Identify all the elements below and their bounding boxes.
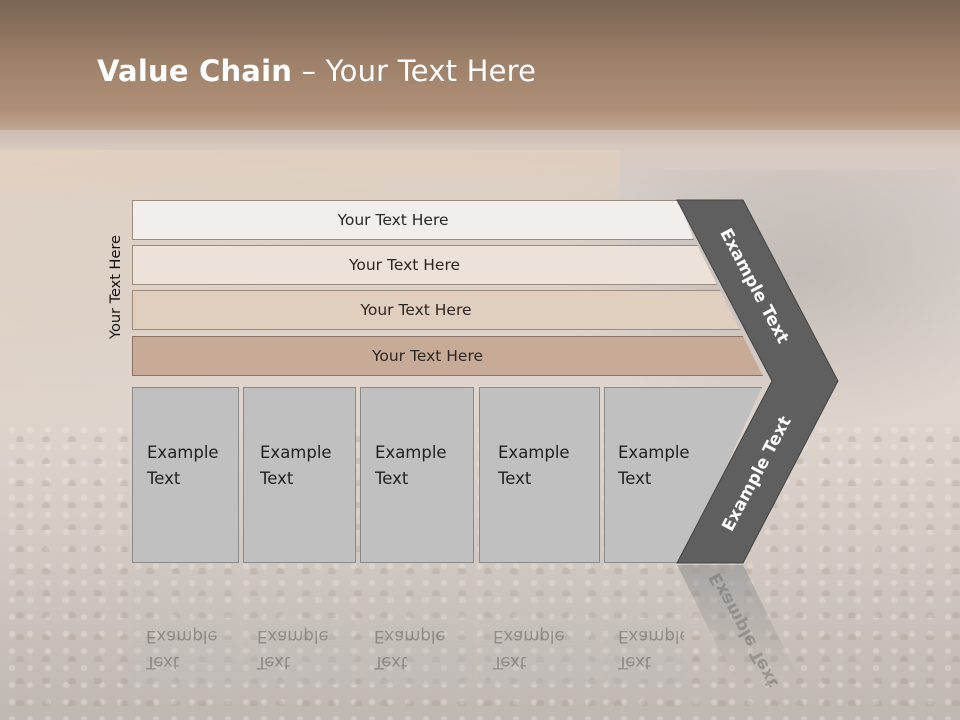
column-line-1: Example <box>375 443 447 462</box>
value-chain-column-4[interactable]: Example Text <box>479 387 600 563</box>
value-chain-column-1[interactable]: Example Text <box>132 387 239 563</box>
row-label: Your Text Here <box>371 347 484 365</box>
column-line-2: Text <box>498 469 532 488</box>
column-line-1: Example <box>260 443 332 462</box>
chevron-reflection <box>677 565 800 680</box>
value-chain-row-2[interactable]: Your Text Here <box>132 245 717 285</box>
value-chain-row-4[interactable]: Your Text Here <box>132 336 763 376</box>
column-line-2: Text <box>618 469 652 488</box>
column-line-1: Example <box>618 443 690 462</box>
column-line-2: Text <box>260 469 294 488</box>
value-chain-column-3[interactable]: Example Text <box>360 387 474 563</box>
column-line-1: Example <box>147 443 219 462</box>
title-bold: Value Chain <box>97 54 293 88</box>
row-label: Your Text Here <box>360 301 472 319</box>
column-line-1: Example <box>498 443 570 462</box>
title-rest: – Your Text Here <box>292 54 537 88</box>
column-line-2: Text <box>147 469 181 488</box>
value-chain-row-3[interactable]: Your Text Here <box>132 290 740 330</box>
slide-title[interactable]: Value Chain – Your Text Here <box>97 54 536 88</box>
value-chain-column-2[interactable]: Example Text <box>243 387 356 563</box>
row-label: Your Text Here <box>348 256 461 274</box>
column-line-2: Text <box>375 469 409 488</box>
row-label: Your Text Here <box>337 211 449 229</box>
value-chain-row-1[interactable]: Your Text Here <box>132 200 694 240</box>
chevron-arrow[interactable] <box>676 199 839 564</box>
